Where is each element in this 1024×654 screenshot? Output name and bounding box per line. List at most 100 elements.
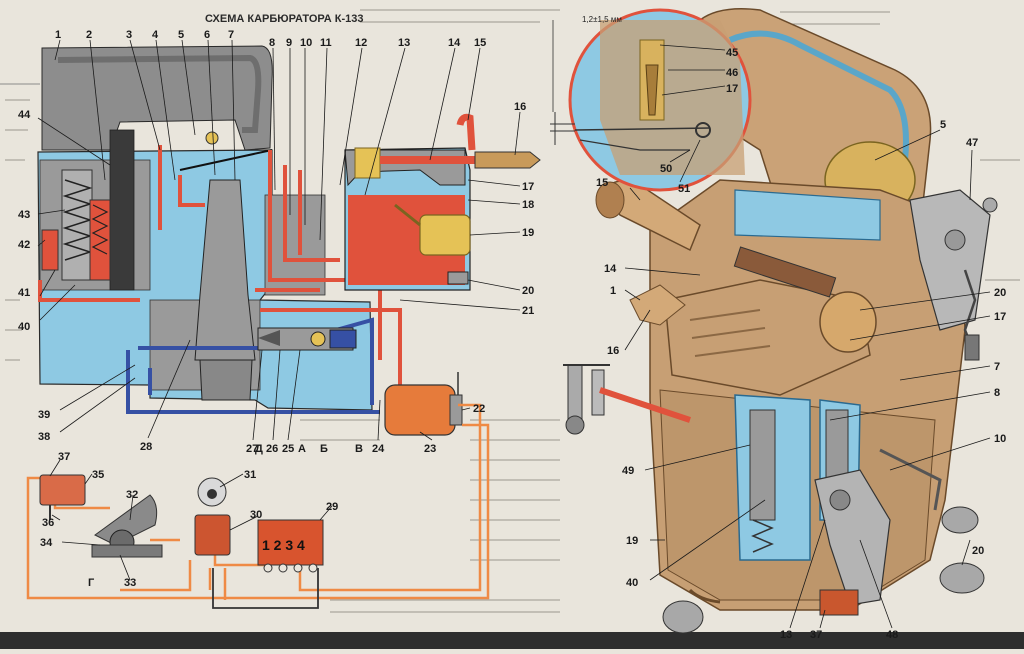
- fuel-inlet-fitting: [354, 147, 381, 179]
- cover-ribs: [689, 309, 771, 357]
- microswitch-right: [819, 589, 859, 616]
- fuel-channels: [38, 145, 402, 395]
- label-35: 35: [92, 469, 104, 481]
- fuel-feed-jet: [599, 387, 691, 423]
- label-25: 25: [282, 443, 294, 455]
- label-17: 17: [522, 181, 534, 193]
- relay-pins: [263, 563, 318, 573]
- label-40r: 40: [626, 577, 638, 589]
- check-valve-spring: [91, 204, 109, 255]
- pump-outlet: [41, 229, 59, 271]
- filter-plug: [819, 291, 877, 353]
- microswitch: [39, 474, 86, 506]
- solenoid-connector: [449, 394, 463, 426]
- diagram-title: СХЕМА КАРБЮРАТОРА К-133: [205, 13, 363, 25]
- choke-bracket-pivot: [944, 229, 966, 251]
- label-A: А: [298, 443, 306, 455]
- return-fitting: [629, 284, 686, 326]
- label-7r: 7: [994, 361, 1000, 373]
- label-36: 36: [42, 517, 54, 529]
- fuel-inlet-nozzle: [474, 151, 541, 169]
- label-48: 48: [886, 629, 898, 641]
- fuel-return-tube: [456, 113, 476, 151]
- drain-plug: [447, 271, 469, 285]
- relay-block: [257, 519, 324, 566]
- fuel-inlet-opening: [595, 181, 625, 219]
- label-39: 39: [38, 409, 50, 421]
- label-B: Б: [320, 443, 328, 455]
- drain-boss: [688, 588, 721, 604]
- economizer-diaphragm: [310, 331, 326, 347]
- label-3: 3: [126, 29, 132, 41]
- label-15: 15: [474, 37, 486, 49]
- label-38: 38: [38, 431, 50, 443]
- control-unit: [194, 514, 231, 556]
- choke-adjust-screw: [982, 197, 998, 213]
- label-7: 7: [228, 29, 234, 41]
- label-24: 24: [372, 443, 385, 455]
- pump-plunger-spring: [751, 519, 774, 553]
- inlet-screw-thread: [733, 246, 837, 298]
- choke-rod-end: [964, 334, 980, 361]
- callout-needle: [645, 64, 659, 116]
- label-6: 6: [204, 29, 210, 41]
- label-50: 50: [660, 163, 672, 175]
- label-9: 9: [286, 37, 292, 49]
- label-29: 29: [326, 501, 338, 513]
- label-10: 10: [300, 37, 312, 49]
- air-damper-plate: [179, 149, 273, 171]
- label-43: 43: [18, 209, 30, 221]
- label-31: 31: [244, 469, 256, 481]
- lever-bracket: [91, 544, 163, 558]
- label-23: 23: [424, 443, 436, 455]
- economizer-needle: [258, 330, 280, 346]
- label-20r: 20: [994, 287, 1006, 299]
- label-45: 45: [726, 47, 738, 59]
- label-17rr: 17: [994, 311, 1006, 323]
- label-46: 46: [726, 67, 738, 79]
- label-14r: 14: [604, 263, 617, 275]
- choke-shaft-wall: [109, 129, 135, 291]
- label-1: 1: [55, 29, 61, 41]
- economizer-chamber: [329, 329, 357, 349]
- part-number-labels: 1 2 3 4 5 6 7 8 9 10 11 12 13 14 15 16 1…: [18, 29, 1006, 641]
- label-14: 14: [448, 37, 461, 49]
- callout-float-axis: [695, 122, 711, 138]
- throttle-lever-axis: [829, 489, 851, 511]
- label-34: 34: [40, 537, 53, 549]
- cutaway-top-channel: [734, 189, 881, 241]
- label-17r: 17: [726, 83, 738, 95]
- label-51: 51: [678, 183, 690, 195]
- label-33: 33: [124, 577, 136, 589]
- pump-plunger-cutaway: [749, 409, 776, 521]
- label-28: 28: [140, 441, 152, 453]
- label-10r: 10: [994, 433, 1006, 445]
- label-5r: 5: [940, 119, 946, 131]
- label-11: 11: [320, 37, 332, 49]
- label-37r: 37: [810, 629, 822, 641]
- air-filter-housing: [41, 45, 273, 151]
- gap-dimension-label: 1,2±1,5 мм: [582, 15, 622, 24]
- label-G: Г: [88, 577, 95, 589]
- label-41: 41: [18, 287, 30, 299]
- venturi-cone: [194, 179, 256, 361]
- label-44: 44: [18, 109, 31, 121]
- throttle-spring: [879, 448, 942, 511]
- label-20rr: 20: [972, 545, 984, 557]
- float-chamber-cover-cast: [664, 279, 871, 396]
- background-text-lines: [5, 9, 1020, 613]
- solenoid-valve: [384, 384, 456, 436]
- float: [419, 214, 471, 256]
- throttle-housing: [199, 359, 253, 401]
- label-16r: 16: [607, 345, 619, 357]
- label-21: 21: [522, 305, 534, 317]
- callout-float-tongue: [574, 127, 711, 131]
- adjustment-screws: [662, 506, 985, 634]
- label-42: 42: [18, 239, 30, 251]
- label-1r: 1: [610, 285, 616, 297]
- label-49: 49: [622, 465, 634, 477]
- intake-neck-section: [728, 30, 909, 217]
- label-32: 32: [126, 489, 138, 501]
- air-filter-inner: [57, 54, 262, 133]
- pump-cylinder: [61, 169, 93, 281]
